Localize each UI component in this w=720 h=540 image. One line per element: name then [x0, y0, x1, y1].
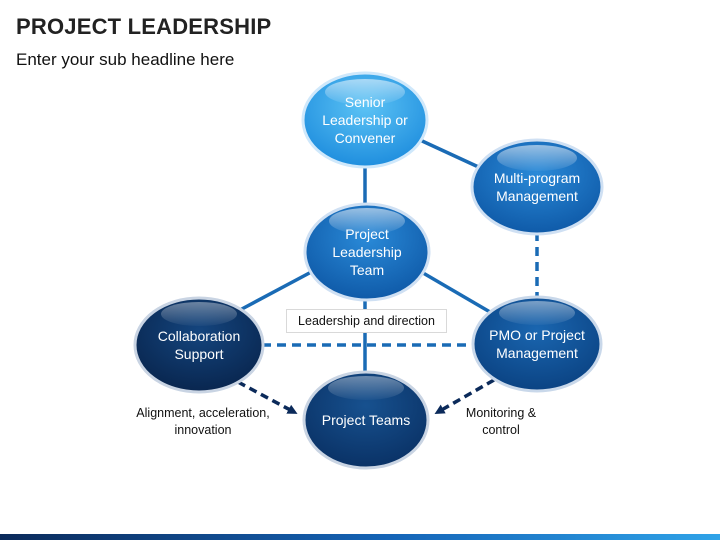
- connector-senior-to-multiprogram: [419, 138, 486, 172]
- alignment-label: Alignment, acceleration, innovation: [136, 406, 270, 437]
- node-senior-leadership: [301, 71, 429, 169]
- node-project-teams: [302, 370, 430, 470]
- connector-leadership-to-collaboration: [239, 268, 316, 312]
- leadership-direction-label: Leadership and direction: [286, 309, 447, 333]
- bottom-accent-bar: [0, 534, 720, 540]
- arrow-collaboration-to-teams: [237, 380, 298, 414]
- node-pmo: [471, 295, 603, 393]
- node-collaboration-support: [133, 296, 265, 394]
- node-project-leadership: [303, 202, 431, 302]
- page-subtitle: Enter your sub headline here: [16, 50, 235, 69]
- connector-leadership-to-pmo: [417, 268, 491, 314]
- arrow-pmo-to-teams: [434, 378, 495, 414]
- connectors-dashed: [262, 232, 539, 347]
- page-title: PROJECT LEADERSHIP: [16, 14, 272, 39]
- monitoring-label: Monitoring & control: [465, 406, 537, 437]
- arrows-dashed: [237, 378, 495, 414]
- node-multi-program: [470, 138, 604, 236]
